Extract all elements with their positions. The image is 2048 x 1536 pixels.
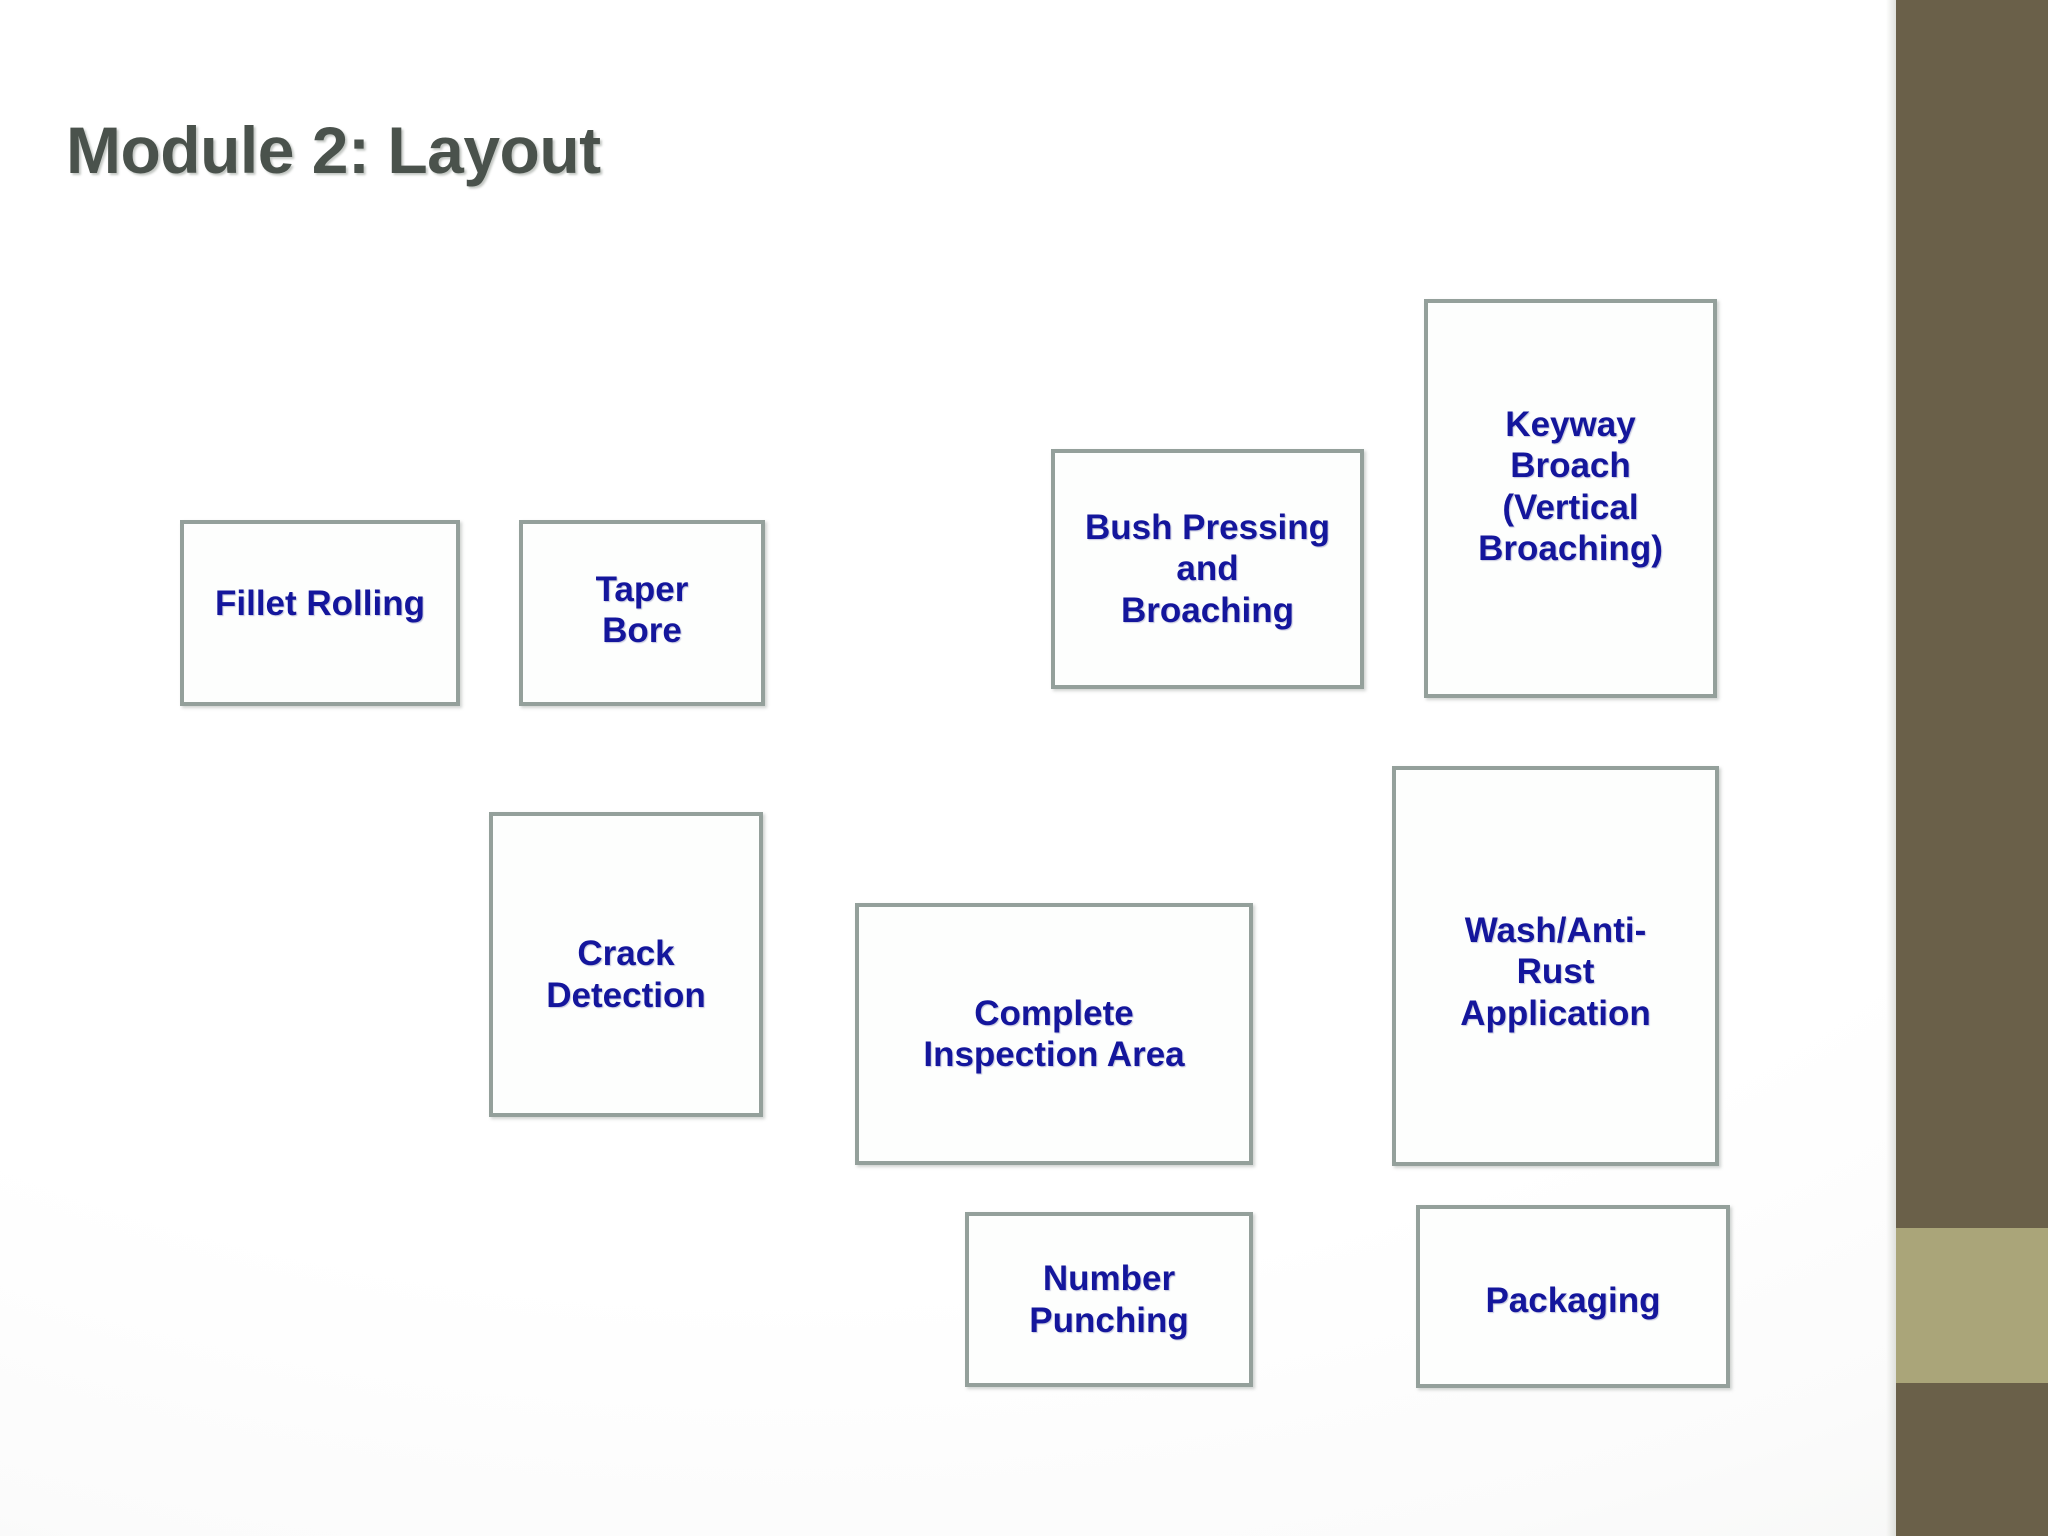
- process-box-label: Taper Bore: [595, 569, 689, 650]
- process-box-label: Crack Detection: [546, 934, 706, 1015]
- band-segment-accent: [1896, 1228, 2048, 1383]
- process-box-label: Keyway Broach (Vertical Broaching): [1478, 404, 1663, 568]
- band-segment-dark-bottom: [1896, 1383, 2048, 1536]
- process-box-wash-anti-rust-application[interactable]: Wash/Anti- Rust Application: [1392, 766, 1719, 1166]
- process-box-label: Wash/Anti- Rust Application: [1460, 911, 1651, 1033]
- process-box-bush-pressing-and-broaching[interactable]: Bush Pressing and Broaching: [1051, 449, 1364, 689]
- page-title: Module 2: Layout: [66, 113, 601, 187]
- process-box-packaging[interactable]: Packaging: [1416, 1205, 1730, 1388]
- band-inner-shadow: [1886, 0, 1898, 1536]
- process-box-label: Fillet Rolling: [215, 584, 425, 624]
- right-decorative-band: [1886, 0, 2048, 1536]
- process-box-label: Number Punching: [1029, 1259, 1189, 1340]
- band-segment-dark-top: [1896, 0, 2048, 1228]
- process-box-label: Packaging: [1485, 1280, 1661, 1320]
- process-box-label: Bush Pressing and Broaching: [1084, 508, 1331, 630]
- process-box-taper-bore[interactable]: Taper Bore: [519, 520, 765, 706]
- process-box-label: Complete Inspection Area: [923, 993, 1185, 1074]
- process-box-fillet-rolling[interactable]: Fillet Rolling: [180, 520, 460, 706]
- process-box-complete-inspection-area[interactable]: Complete Inspection Area: [855, 903, 1253, 1165]
- process-box-crack-detection[interactable]: Crack Detection: [489, 812, 763, 1117]
- process-box-keyway-broach[interactable]: Keyway Broach (Vertical Broaching): [1424, 299, 1717, 698]
- process-box-number-punching[interactable]: Number Punching: [965, 1212, 1253, 1387]
